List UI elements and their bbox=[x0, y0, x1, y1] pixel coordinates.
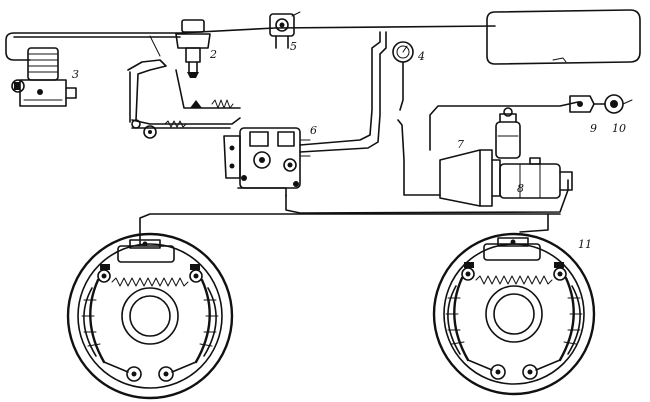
label-8: 8 bbox=[517, 182, 524, 195]
label-3: 3 bbox=[72, 68, 79, 81]
part-labels: 3 2 5 4 6 7 8 9 10 11 1 bbox=[72, 40, 626, 251]
label-9: 9 bbox=[590, 122, 597, 135]
air-pipelines bbox=[5, 25, 579, 245]
pressure-gauge bbox=[392, 41, 414, 63]
label-11: 11 bbox=[578, 238, 592, 251]
pressure-sensor bbox=[593, 94, 633, 114]
air-reservoir bbox=[486, 9, 641, 65]
label-10: 10 bbox=[612, 122, 626, 135]
label-6: 6 bbox=[310, 124, 317, 137]
left-wheel-brake bbox=[66, 232, 234, 400]
label-4: 4 bbox=[417, 50, 425, 63]
fluid-reservoir bbox=[495, 107, 521, 159]
label-5: 5 bbox=[290, 40, 297, 53]
air-compressor bbox=[11, 47, 77, 107]
master-cylinder bbox=[499, 157, 573, 199]
brake-valve-assembly bbox=[223, 127, 311, 197]
brake-booster bbox=[439, 149, 501, 207]
brake-pedal-linkage bbox=[127, 35, 241, 139]
stop-light-switch bbox=[569, 95, 595, 113]
right-wheel-brake bbox=[432, 232, 596, 396]
label-7: 7 bbox=[457, 138, 464, 151]
label-2: 2 bbox=[209, 48, 217, 61]
pressure-regulator bbox=[175, 19, 211, 78]
valve-unit bbox=[269, 11, 301, 49]
